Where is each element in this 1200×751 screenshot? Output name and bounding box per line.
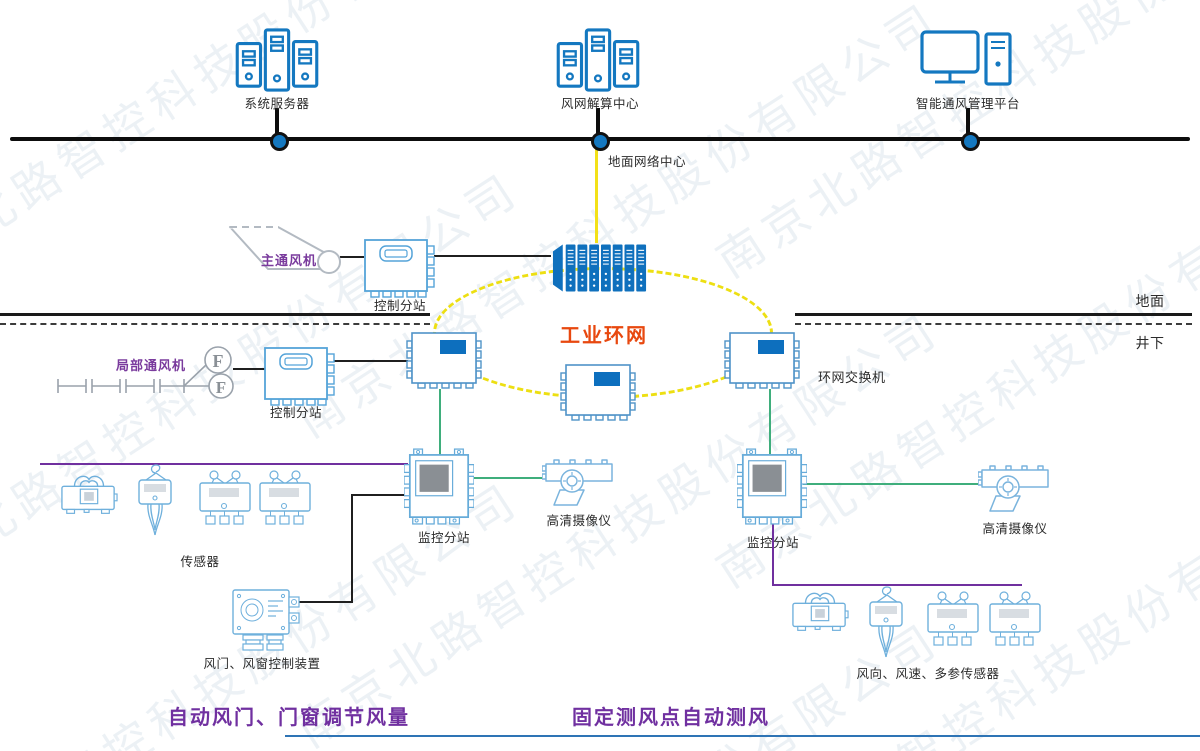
damper-controller-label: 风门、风窗控制装置: [203, 657, 321, 671]
wind-sensors-label: 风向、风速、多参传感器: [856, 667, 1000, 681]
monitor-to-camera-link: [803, 483, 980, 485]
workstation-icon: [920, 30, 1012, 92]
sensor-icon: [60, 472, 118, 516]
monitor-substation-icon: [404, 446, 474, 528]
monitor-substation-label: 监控分站: [746, 536, 799, 550]
solver-bus-stub: [596, 108, 600, 138]
bottom-border-line: [285, 735, 1200, 737]
monitor-to-damper-link: [351, 494, 353, 603]
ring-switch-icon: [560, 361, 638, 423]
ring-uplink-line: [595, 141, 598, 243]
fan-to-station-link: [340, 256, 364, 258]
ring-switch-label: 环网交换机: [818, 370, 886, 385]
sensor-icon: [791, 589, 849, 633]
sensor-icon: [926, 589, 980, 647]
sensor-bus-purple-line: [772, 584, 1022, 586]
sensor-icon: [133, 462, 179, 538]
station-to-core-link: [434, 255, 551, 257]
control-substation-label: 控制分站: [373, 299, 426, 313]
sensors-label: 传感器: [180, 555, 220, 569]
switch-to-monitor-link: [439, 389, 441, 455]
hd-camera-label: 高清摄像仪: [982, 522, 1048, 536]
control-substation-icon: [363, 236, 437, 300]
ground-line-right: [795, 313, 1192, 316]
hd-camera-icon: [978, 464, 1052, 512]
ring-switch-icon: [724, 329, 802, 391]
monitor-to-damper-link: [296, 601, 353, 603]
monitor-substation-label: 监控分站: [417, 531, 470, 545]
hd-camera-label: 高清摄像仪: [546, 514, 612, 528]
ring-network-title: 工业环网: [560, 325, 648, 347]
control-substation-icon: [263, 344, 337, 408]
station-to-switch-link: [334, 360, 408, 362]
ring-switch-icon: [406, 329, 484, 391]
sensor-icon: [258, 468, 312, 526]
fan-to-station-link: [233, 368, 265, 370]
switch-to-monitor-link: [769, 389, 771, 454]
sensor-icon: [198, 468, 252, 526]
left-caption: 自动风门、门窗调节风量: [168, 707, 410, 729]
platform-bus-stub: [966, 108, 970, 138]
ground-line-left: [0, 313, 430, 316]
local-fan-label: 局部通风机: [115, 358, 186, 373]
server-cluster-icon: [556, 28, 640, 92]
wind-solver-label: 风网解算中心: [560, 97, 639, 111]
sensor-bus-purple-line: [40, 463, 408, 465]
monitor-substation-icon: [737, 446, 807, 528]
main-fan-label: 主通风机: [260, 253, 317, 268]
underground-label: 井下: [1135, 335, 1165, 351]
system-server-label: 系统服务器: [244, 97, 310, 111]
ground-label: 地面: [1135, 293, 1165, 309]
underground-dashed-line-right: [795, 323, 1192, 325]
bus-junction-dot: [961, 132, 980, 151]
ground-network-center-label: 地面网络中心: [608, 155, 687, 169]
control-substation-label: 控制分站: [269, 406, 322, 420]
monitor-to-sensors-link: [772, 521, 774, 585]
sensor-icon: [988, 589, 1042, 647]
right-caption: 固定测风点自动测风: [572, 707, 770, 729]
server-cluster-icon: [235, 28, 319, 92]
monitor-to-camera-link: [470, 477, 545, 479]
hd-camera-icon: [542, 458, 616, 506]
sensor-icon: [864, 584, 910, 660]
bus-junction-dot: [591, 132, 610, 151]
damper-controller-icon: [231, 588, 301, 652]
monitor-to-damper-link: [351, 494, 406, 496]
core-switch-rack-icon: [551, 242, 649, 294]
underground-dashed-line-left: [0, 323, 430, 325]
management-platform-label: 智能通风管理平台: [915, 97, 1020, 111]
bus-junction-dot: [270, 132, 289, 151]
server-bus-stub: [275, 108, 279, 138]
